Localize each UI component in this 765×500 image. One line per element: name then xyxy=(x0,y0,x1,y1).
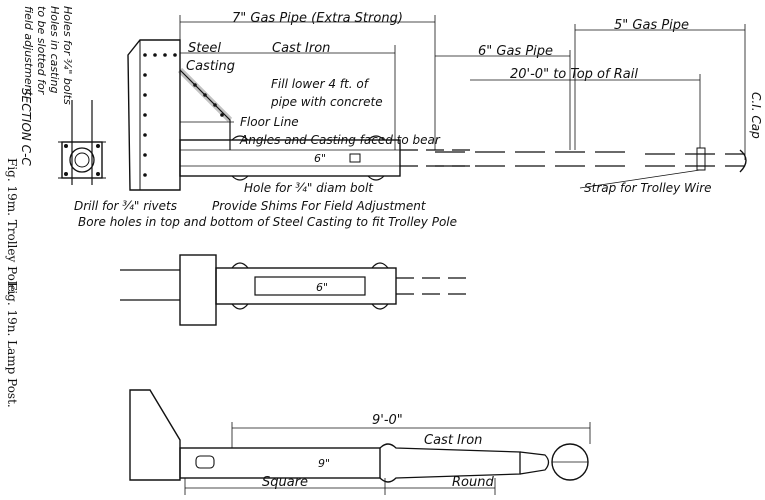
lamp-square: Square xyxy=(262,475,308,490)
label-hole: Hole for ¾" diam bolt xyxy=(244,181,374,195)
section-note-2: Holes in casting xyxy=(48,6,61,93)
side-caption: Fig. 19m. Trolley Pole. Fig. 19n. Lamp P… xyxy=(5,158,19,408)
label-cast-iron: Cast Iron xyxy=(272,41,330,56)
label-steel: Steel xyxy=(188,41,221,56)
label-casting: Casting xyxy=(186,59,235,74)
dim-5in-pipe: 5" Gas Pipe xyxy=(614,18,689,33)
caption-lamp-post: Fig. 19n. Lamp Post. xyxy=(5,282,19,408)
lamp-round: Round xyxy=(452,475,494,490)
lamp-post-elevation: 9'-0" Cast Iron 9" Square Round xyxy=(129,389,591,495)
label-ci-cap: C.I. Cap xyxy=(749,92,763,139)
section-note-4: field adjustment. xyxy=(22,6,35,99)
section-title: SECTION C-C xyxy=(19,88,33,166)
fill-note-2: pipe with concrete xyxy=(270,95,383,109)
fill-note-1: Fill lower 4 ft. of xyxy=(271,77,370,91)
lamp-cast-iron: Cast Iron xyxy=(424,433,482,448)
dim-6in-pipe: 6" Gas Pipe xyxy=(478,44,553,59)
dim-7in-pipe: 7" Gas Pipe (Extra Strong) xyxy=(232,11,403,26)
label-strap: Strap for Trolley Wire xyxy=(584,181,712,195)
caption-trolley-pole: Fig. 19m. Trolley Pole. xyxy=(5,158,19,296)
trolley-pole-plan-view: 6" xyxy=(120,254,470,326)
section-note-1: Holes for ¾" bolts xyxy=(61,6,74,105)
dim-height-to-rail: 20'-0" to Top of Rail xyxy=(510,67,638,82)
label-bore: Bore holes in top and bottom of Steel Ca… xyxy=(78,215,457,229)
lamp-nine-inch: 9" xyxy=(318,457,330,470)
lamp-length: 9'-0" xyxy=(372,413,403,428)
trolley-six-inch: 6" xyxy=(314,152,326,165)
label-shims: Provide Shims For Field Adjustment xyxy=(212,199,427,213)
section-c-c: SECTION C-C Holes for ¾" bolts Holes in … xyxy=(19,6,106,185)
plan-six-inch: 6" xyxy=(316,281,328,294)
trolley-pole-elevation: 7" Gas Pipe (Extra Strong) 5" Gas Pipe S… xyxy=(74,11,763,229)
section-note-3: to be slotted for xyxy=(35,6,48,96)
label-floor-line: Floor Line xyxy=(240,115,299,129)
label-drill: Drill for ¾" rivets xyxy=(74,199,177,213)
label-angles: Angles and Casting faced to bear xyxy=(239,133,441,147)
